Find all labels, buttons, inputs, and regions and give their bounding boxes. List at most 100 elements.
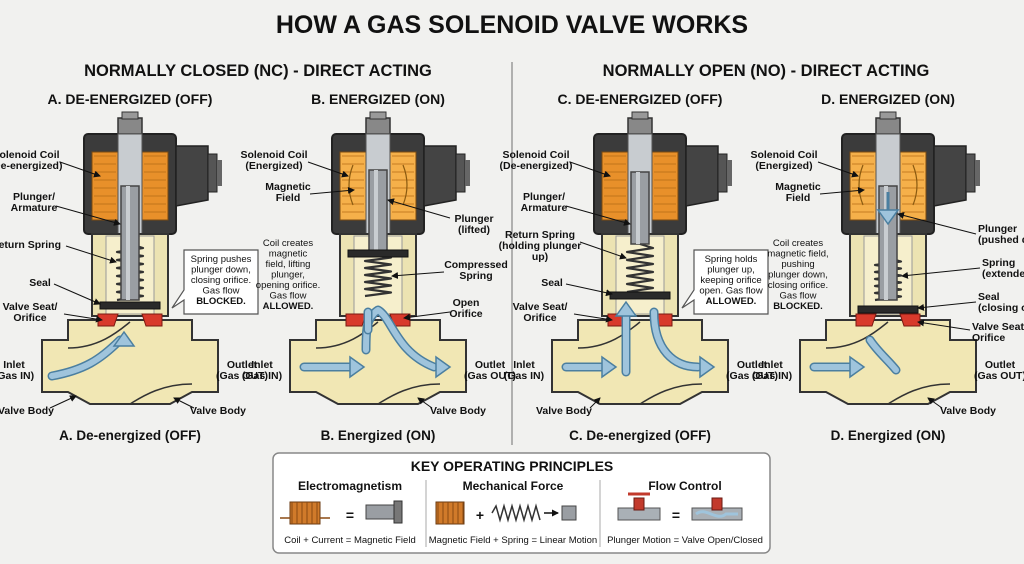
seal-disc bbox=[609, 291, 671, 300]
connector-plug bbox=[717, 153, 728, 193]
leader-seat-a bbox=[63, 313, 103, 323]
principle-caption-electromagnetism: Coil + Current = Magnetic Field bbox=[284, 535, 415, 546]
coil-right bbox=[389, 151, 417, 221]
leader-field-d bbox=[819, 187, 865, 195]
plunger-highlight bbox=[636, 172, 640, 244]
label-inlet-d: Inlet(Gas IN) bbox=[752, 359, 792, 382]
gas-flow-inlet-head bbox=[601, 355, 618, 379]
valve-panel-a: A. DE-ENERGIZED (OFF)A. De-energized (OF… bbox=[0, 91, 268, 443]
leader-seal-d bbox=[917, 301, 977, 311]
label-valve-body-d: Valve Body bbox=[940, 405, 996, 417]
valve-handle-icon-2 bbox=[711, 497, 723, 511]
label-solenoid-coil-a: Solenoid Coil(De-energized) bbox=[0, 149, 62, 172]
principle-caption-flow-control: Plunger Motion = Valve Open/Closed bbox=[607, 535, 763, 546]
top-nut bbox=[875, 117, 901, 135]
magnetic-field-line bbox=[348, 164, 354, 206]
main-title: HOW A GAS SOLENOID VALVE WORKS bbox=[276, 11, 748, 39]
top-cap bbox=[369, 111, 387, 120]
leader-spring-d bbox=[901, 267, 981, 279]
section-title-no: NORMALLY OPEN (NO) - DIRECT ACTING bbox=[603, 62, 930, 80]
top-nut bbox=[627, 117, 653, 135]
label-spring-d: Spring(extended) bbox=[982, 257, 1024, 280]
leader-spring-c bbox=[579, 241, 627, 260]
section-title-nc: NORMALLY CLOSED (NC) - DIRECT ACTING bbox=[84, 62, 432, 80]
principle-heading-mechanical-force: Mechanical Force bbox=[463, 479, 564, 493]
coil-left bbox=[849, 151, 877, 221]
seal-disc bbox=[857, 305, 919, 314]
valve-panel-b: B. ENERGIZED (ON)B. Energized (ON)Soleno… bbox=[240, 91, 516, 443]
gas-flow-outlet-head bbox=[699, 355, 716, 379]
principle-heading-electromagnetism: Electromagnetism bbox=[298, 479, 402, 493]
valve-body bbox=[41, 319, 219, 405]
leader-coil-a bbox=[59, 161, 101, 178]
label-plunger-b: Plunger(lifted) bbox=[454, 213, 493, 236]
label-valve-seat-c: Valve Seat/Orifice bbox=[513, 301, 568, 324]
connector-plug bbox=[965, 153, 976, 193]
leader-spring-b bbox=[391, 271, 445, 280]
leader-plunger-b bbox=[387, 198, 451, 219]
coil-right bbox=[899, 151, 927, 221]
key-principles-box: KEY OPERATING PRINCIPLES Electromagnetis… bbox=[272, 452, 771, 554]
body-contour bbox=[639, 383, 703, 405]
gas-flow-inlet-head bbox=[849, 355, 866, 379]
label-plunger-c: Plunger/Armature bbox=[521, 191, 568, 214]
leader-plunger-a bbox=[55, 205, 121, 226]
top-nut bbox=[117, 117, 143, 135]
spring-icon bbox=[491, 503, 541, 523]
leader-seal-a bbox=[53, 283, 101, 305]
gas-flow-outlet-head bbox=[435, 355, 452, 379]
top-nut bbox=[365, 117, 391, 135]
return-spring bbox=[363, 252, 393, 298]
label-valve-seat-a: Valve Seat/Orifice bbox=[3, 301, 58, 324]
valve-seat-right bbox=[899, 313, 921, 327]
label-solenoid-coil-c: Solenoid Coil(De-energized) bbox=[500, 149, 573, 172]
label-seal-c: Seal bbox=[541, 277, 563, 289]
leader-plunger-d bbox=[897, 212, 977, 235]
plus-symbol: + bbox=[476, 507, 484, 523]
body-contour bbox=[67, 321, 131, 349]
label-return-spring-a: Return Spring bbox=[0, 239, 61, 251]
top-cap bbox=[879, 111, 897, 120]
plunger-highlight bbox=[884, 186, 888, 300]
valve-panel-c: C. DE-ENERGIZED (OFF)C. De-energized (OF… bbox=[499, 91, 778, 443]
body-contour bbox=[825, 321, 889, 349]
return-spring bbox=[625, 242, 655, 294]
leader-orifice-b bbox=[403, 311, 451, 321]
label-valve-body-c: Valve Body bbox=[536, 405, 592, 417]
leader-seat-d bbox=[917, 319, 971, 331]
connector-plug bbox=[207, 153, 218, 193]
label-solenoid-coil-b: Solenoid Coil(Energized) bbox=[240, 149, 307, 172]
label-valve-body-right-a: Valve Body bbox=[190, 405, 246, 417]
principle-heading-flow-control: Flow Control bbox=[648, 479, 721, 493]
label-inlet-c: Inlet(Gas IN) bbox=[504, 359, 544, 382]
cable-connector bbox=[423, 145, 457, 207]
label-outlet-b: Outlet(Gas OUT) bbox=[464, 359, 516, 382]
valve-seat-left bbox=[855, 313, 877, 327]
coil-icon bbox=[289, 501, 321, 525]
body-contour bbox=[315, 321, 379, 349]
connector-plug bbox=[455, 153, 466, 193]
coil-icon-2 bbox=[435, 501, 465, 525]
connector-gland bbox=[727, 160, 732, 186]
equals-symbol-1: = bbox=[346, 507, 354, 523]
gas-flow-inlet-head bbox=[112, 330, 136, 347]
valve-seat-right bbox=[141, 313, 163, 327]
label-valve-body-left-a: Valve Body bbox=[0, 405, 54, 417]
leader-body-c bbox=[589, 397, 601, 409]
coil-right bbox=[141, 151, 169, 221]
label-outlet-c: Outlet(Gas OUT) bbox=[726, 359, 778, 382]
valve-seat-left bbox=[345, 313, 367, 327]
valve-panels: A. DE-ENERGIZED (OFF)A. De-energized (OF… bbox=[0, 91, 1024, 443]
seal-disc bbox=[347, 249, 409, 258]
seal-disc bbox=[99, 301, 161, 310]
body-contour bbox=[577, 321, 641, 349]
gas-flow-up-head bbox=[614, 300, 638, 317]
plunger-direction-head bbox=[876, 209, 900, 226]
gas-flow-through bbox=[651, 309, 701, 370]
